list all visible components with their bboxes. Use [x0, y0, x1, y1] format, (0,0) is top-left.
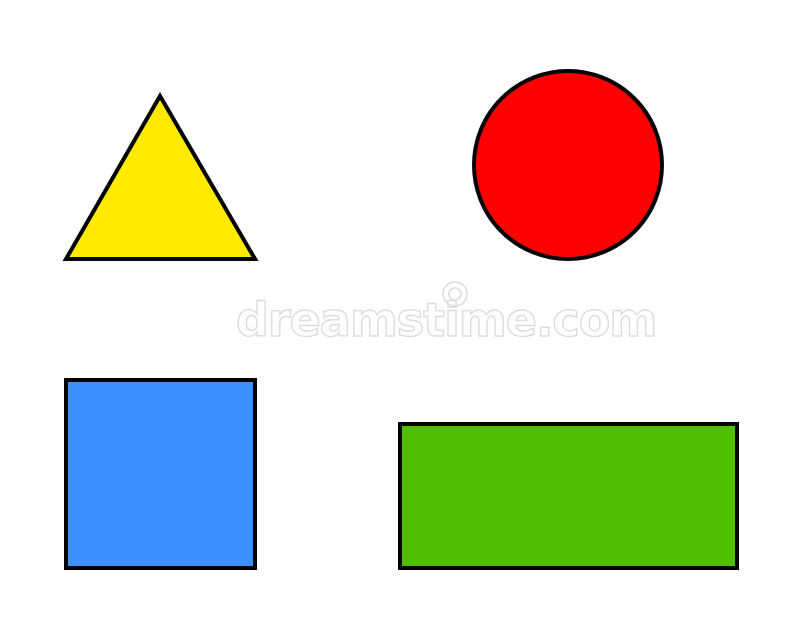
watermark-ring-outer [442, 281, 468, 307]
watermark: dreamstime.com [235, 281, 658, 348]
green-rectangle [398, 422, 739, 570]
blue-square [64, 378, 257, 570]
red-circle [472, 69, 664, 261]
watermark-ring-inner [448, 287, 462, 301]
yellow-triangle [62, 92, 259, 261]
watermark-text: dreamstime.com [236, 293, 656, 347]
